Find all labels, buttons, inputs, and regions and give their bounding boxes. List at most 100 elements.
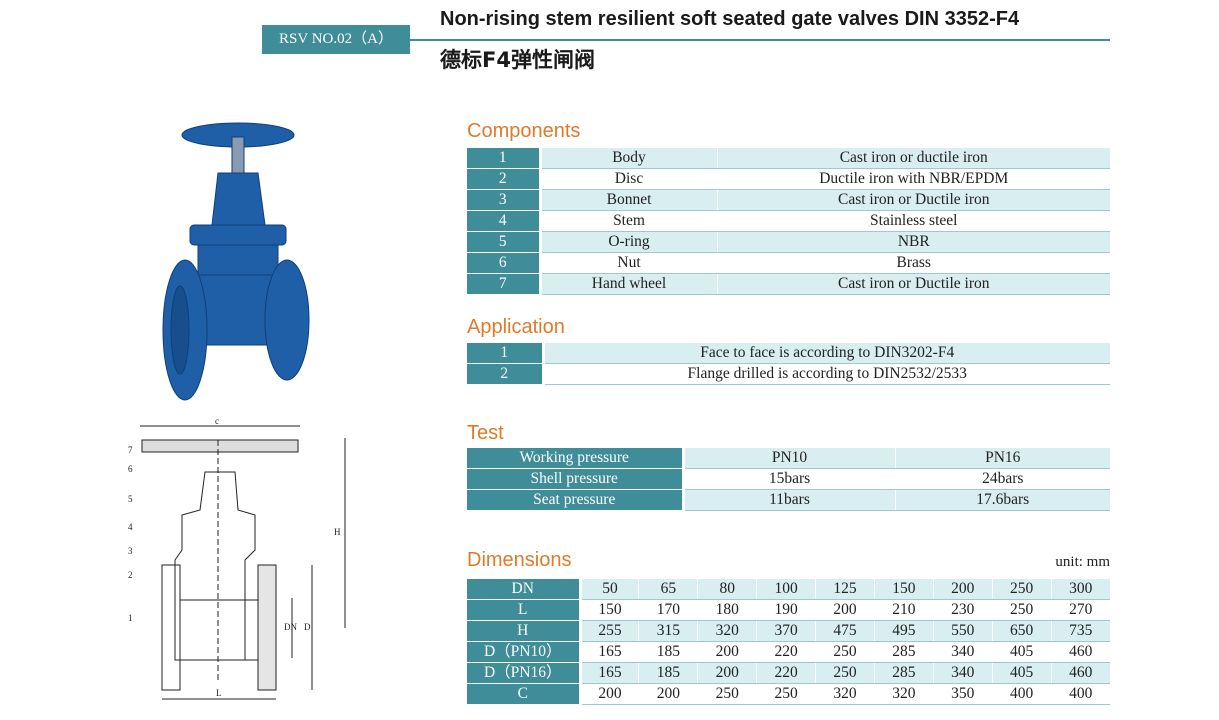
component-part: O-ring [540,231,717,253]
component-part: Bonnet [540,189,717,211]
components-heading: Components [467,120,581,142]
dimension-value: 200 [697,641,757,663]
test-label: Seat pressure [467,489,685,511]
dimension-value: 200 [697,662,757,684]
component-number: 1 [467,148,542,169]
dim-label-H: H [334,527,341,537]
title-divider [410,39,1110,41]
dimension-value: 150 [580,599,639,621]
callout-2: 2 [128,570,133,580]
component-number: 2 [467,168,542,190]
dimension-value: 285 [873,662,934,684]
dimension-value: 250 [991,579,1051,600]
dimension-value: 460 [1050,662,1110,684]
test-label: Working pressure [467,448,685,469]
dimension-value: 340 [932,662,993,684]
dimension-value: 340 [932,641,993,663]
application-number: 1 [467,343,545,364]
test-pn10-value: 11bars [683,489,895,511]
dimension-value: 200 [932,579,993,600]
application-text: Flange drilled is according to DIN2532/2… [543,363,1110,385]
dimension-value: 315 [638,620,698,642]
component-number: 5 [467,231,542,253]
application-heading: Application [467,316,565,338]
dimension-value: 125 [815,579,875,600]
dimension-value: 495 [873,620,934,642]
dimension-value: 320 [697,620,757,642]
test-pn10-value: 15bars [683,468,895,490]
component-material: Cast iron or Ductile iron [716,273,1110,295]
dimension-value: 320 [815,683,875,705]
component-material: Brass [716,252,1110,274]
dimensions-heading: Dimensions [467,549,572,571]
component-number: 4 [467,210,542,232]
dimension-value: 255 [580,620,639,642]
dimension-value: 400 [991,683,1051,705]
component-part: Body [540,148,717,169]
dimension-value: 460 [1050,641,1110,663]
component-number: 6 [467,252,542,274]
component-material: Cast iron or ductile iron [716,148,1110,169]
dimension-value: 80 [697,579,757,600]
test-label: Shell pressure [467,468,685,490]
valve-photo [162,122,310,401]
test-pn16-value: PN16 [894,448,1110,469]
dimension-value: 220 [756,662,816,684]
dimension-value: 250 [815,641,875,663]
dimension-value: 270 [1050,599,1110,621]
dim-label-c: c [215,416,219,426]
dimension-value: 320 [873,683,934,705]
dimension-value: 220 [756,641,816,663]
model-badge: RSV NO.02（A） [262,25,410,54]
dim-label-D: D [304,622,311,632]
callout-5: 5 [128,494,133,504]
dimension-value: 180 [697,599,757,621]
test-pn10-value: PN10 [683,448,895,469]
dimension-label: D（PN16） [467,662,582,684]
component-material: Cast iron or Ductile iron [716,189,1110,211]
dimension-value: 50 [580,579,639,600]
callout-6: 6 [128,464,133,474]
dimension-value: 650 [991,620,1051,642]
dimension-label: C [467,683,582,705]
dimension-value: 170 [638,599,698,621]
dimension-label: H [467,620,582,642]
dimension-label: D（PN10） [467,641,582,663]
dimension-value: 190 [756,599,816,621]
dimension-value: 250 [815,662,875,684]
dimension-value: 405 [991,662,1051,684]
dimension-value: 165 [580,641,639,663]
component-number: 7 [467,273,542,295]
dimension-value: 200 [638,683,698,705]
unit-label: unit: mm [1055,554,1110,570]
dimension-value: 230 [932,599,993,621]
dimension-value: 200 [580,683,639,705]
dimension-value: 100 [756,579,816,600]
component-material: Ductile iron with NBR/EPDM [716,168,1110,190]
application-text: Face to face is according to DIN3202-F4 [543,343,1110,364]
dimension-value: 200 [815,599,875,621]
callout-7: 7 [128,445,133,455]
product-title: Non-rising stem resilient soft seated ga… [440,8,1020,30]
dimension-value: 185 [638,662,698,684]
dimension-value: 250 [756,683,816,705]
dimension-value: 285 [873,641,934,663]
dimension-value: 250 [991,599,1051,621]
test-heading: Test [467,422,504,444]
dimension-label: L [467,599,582,621]
valve-section-drawing: c H DN D L 7 6 5 4 3 2 1 [128,416,346,700]
